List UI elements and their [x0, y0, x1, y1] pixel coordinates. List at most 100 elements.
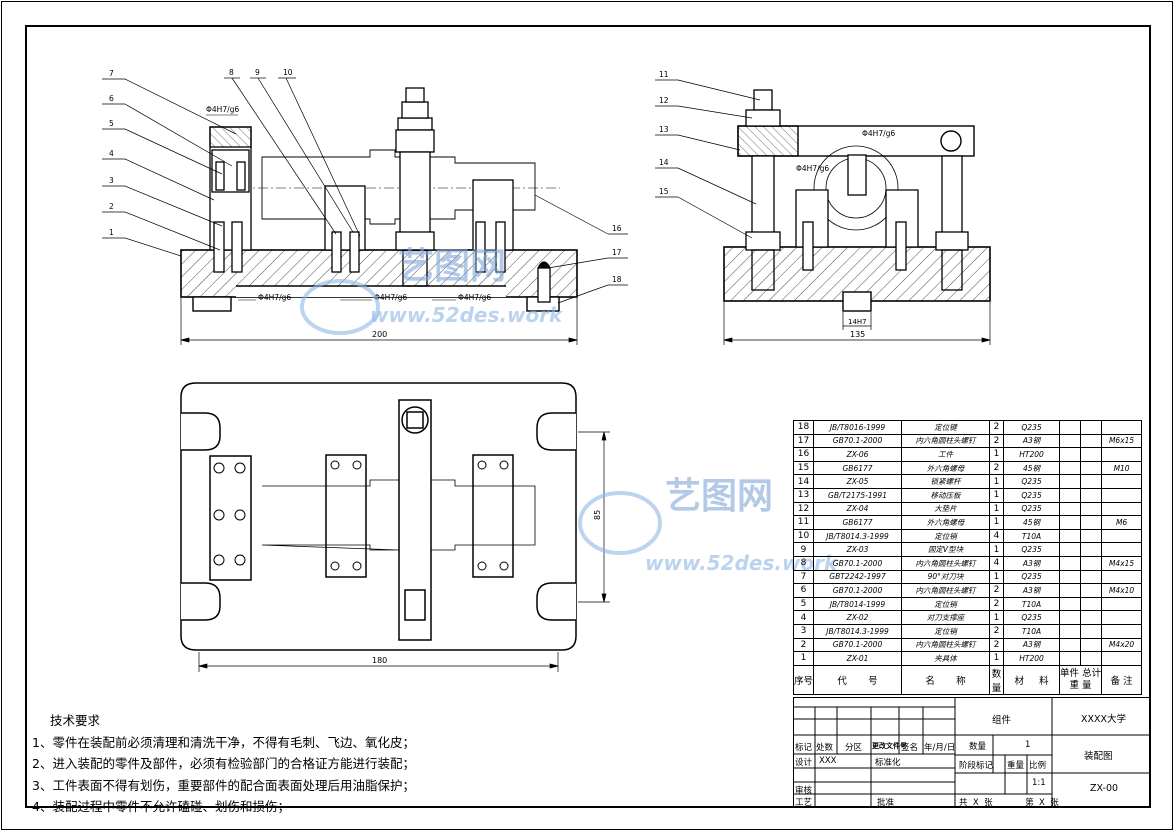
bom-cell-name: 内六角圆柱头螺钉 [901, 555, 991, 571]
bom-cell-note [1101, 651, 1143, 666]
bom-cell-material: A3钢 [1003, 555, 1061, 571]
bom-cell-empty [1059, 569, 1082, 585]
bom-cell-name: 工件 [901, 447, 991, 462]
bom-cell-qty: 4 [989, 528, 1005, 544]
bom-cell-empty [1080, 501, 1103, 517]
bom-cell-material: Q235 [1003, 610, 1061, 625]
bom-cell-name: 移动压板 [901, 487, 991, 503]
bom-cell-qty: 4 [989, 555, 1005, 571]
bom-cell-qty: 1 [989, 501, 1005, 517]
bom-cell-empty [1080, 515, 1103, 530]
side-studs [745, 89, 969, 291]
front-dim-200-label: 200 [372, 330, 387, 339]
fit-label: Φ4H7/g6 [796, 164, 829, 173]
tb-change-doc: 更改文件号 [872, 742, 907, 750]
balloon: 3 [109, 176, 114, 185]
bom-cell-code: GBT2242-1997 [813, 569, 903, 585]
bom-cell-name: 90°对刀块 [901, 569, 991, 585]
balloon: 12 [659, 96, 669, 105]
balloon: 18 [612, 275, 622, 284]
tech-item: 4、装配过程中零件不允许磕碰、划伤和损伤； [32, 799, 290, 814]
bom-cell-note [1101, 501, 1143, 517]
bom-cell-material: A3钢 [1003, 637, 1061, 653]
bom-cell-name: 大垫片 [901, 501, 991, 517]
bom-cell-no: 9 [792, 542, 815, 557]
bom-cell-code: JB/T8016-1999 [813, 420, 903, 435]
tech-title: 技术要求 [50, 713, 101, 728]
balloon: 7 [109, 69, 114, 78]
bom-header-weight: 单件 总计重 量 [1059, 664, 1103, 695]
bom-cell-no: 18 [792, 420, 815, 435]
bom-cell-code: ZX-03 [813, 542, 903, 557]
bom-cell-name: 内六角圆柱头螺钉 [901, 583, 991, 598]
bom-cell-code: GB6177 [813, 460, 903, 476]
bom-cell-qty: 2 [989, 596, 1005, 612]
bom-cell-note: M4x20 [1101, 637, 1143, 653]
side-dim-135-label: 135 [850, 330, 865, 339]
side-leaders [655, 79, 761, 239]
tb-mark: 标记 [795, 743, 813, 753]
bom-cell-material: T10A [1003, 596, 1061, 612]
bom-cell-empty [1059, 528, 1082, 544]
bom-header-material: 材 料 [1003, 664, 1061, 695]
bom-cell-empty [1059, 515, 1082, 530]
front-locking-screw [395, 87, 435, 287]
bom-cell-no: 5 [792, 596, 815, 612]
bom-cell-no: 17 [792, 433, 815, 449]
tb-university: XXXX大学 [1081, 714, 1127, 725]
drawing-border [25, 25, 1151, 808]
bom-cell-empty [1080, 555, 1103, 571]
bom-cell-empty [1059, 487, 1082, 503]
bom-cell-code: GB70.1-2000 [813, 637, 903, 653]
bom-cell-empty [1080, 569, 1103, 585]
bom-cell-code: ZX-05 [813, 474, 903, 489]
bom-cell-name: 定位销 [901, 623, 991, 639]
bom-cell-no: 11 [792, 515, 815, 530]
balloon: 11 [659, 70, 669, 79]
bom-cell-code: GB70.1-2000 [813, 583, 903, 598]
bom-cell-no: 2 [792, 637, 815, 653]
bom-cell-note [1101, 420, 1143, 435]
bom-cell-empty [1080, 420, 1103, 435]
bom-cell-material: 45钢 [1003, 515, 1061, 530]
bom-cell-code: ZX-01 [813, 651, 903, 666]
bom-cell-qty: 1 [989, 515, 1005, 530]
bom-header-qty: 数量 [989, 664, 1005, 695]
tb-date: 年/月/日 [924, 743, 956, 753]
tb-quantity-value: 1 [1025, 740, 1031, 750]
bom-cell-empty [1059, 651, 1082, 666]
bom-cell-note [1101, 487, 1143, 503]
bom-cell-material: A3钢 [1003, 583, 1061, 598]
bom-header-note: 备 注 [1101, 664, 1143, 695]
bom-cell-name: 外六角螺母 [901, 460, 991, 476]
bom-cell-name: 固定V型块 [901, 542, 991, 557]
front-setting-block [209, 126, 252, 273]
fit-label: Φ4H7/g6 [374, 293, 407, 302]
balloon: 5 [109, 119, 114, 128]
bom-cell-name: 定位销 [901, 528, 991, 544]
fit-label: Φ4H7/g6 [206, 105, 239, 114]
bom-cell-no: 3 [792, 623, 815, 639]
bom-cell-code: GB70.1-2000 [813, 433, 903, 449]
bom-cell-empty [1059, 583, 1082, 598]
bom-cell-qty: 2 [989, 637, 1005, 653]
bom-cell-material: HT200 [1003, 447, 1061, 462]
bom-cell-name: 夹具体 [901, 651, 991, 666]
bom-cell-empty [1059, 501, 1082, 517]
technical-requirements: 技术要求 1、零件在装配前必须清理和清洗干净，不得有毛刺、飞边、氧化皮； 2、进… [32, 710, 512, 818]
balloon: 15 [659, 187, 669, 196]
tb-standard: 标准化 [875, 758, 901, 768]
balloon: 16 [612, 224, 622, 233]
bom-cell-qty: 1 [989, 487, 1005, 503]
bom-cell-note [1101, 447, 1143, 462]
bom-cell-code: ZX-06 [813, 447, 903, 462]
bom-cell-no: 6 [792, 583, 815, 598]
bom-cell-code: JB/T8014.3-1999 [813, 528, 903, 544]
front-fixed-v-block [324, 185, 366, 273]
side-dim-key-label: 14H7 [848, 318, 867, 326]
bom-header-name: 名 称 [901, 664, 991, 695]
